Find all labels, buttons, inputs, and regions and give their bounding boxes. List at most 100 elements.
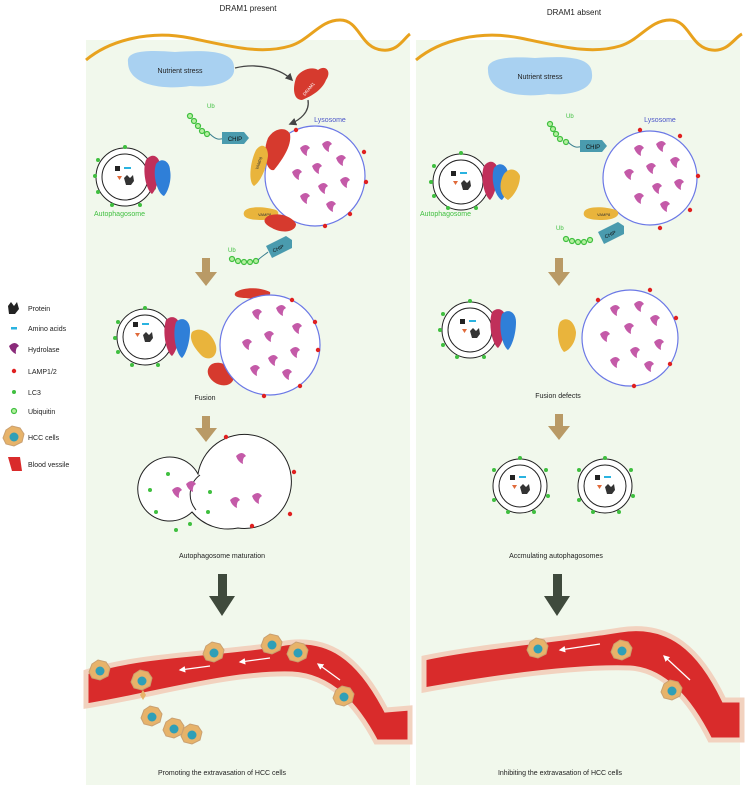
nutrient-stress-blob	[127, 51, 235, 88]
right-chip-label-top: CHIP	[586, 145, 600, 151]
legend-ubiquitin: Ubiquitin	[28, 409, 55, 416]
maturation-label: Autophagosome maturation	[179, 553, 265, 560]
right-nutrient-stress-label: Nutrient stress	[517, 74, 563, 81]
fusion-defects-label: Fusion defects	[535, 393, 581, 400]
ub-chain-bottom	[228, 255, 260, 266]
step-arrow-2	[195, 416, 217, 442]
autolysosome-inner-membrane	[189, 474, 201, 511]
right-defect-autophagosome	[438, 299, 499, 359]
right-vamp8-label: VAMP8	[597, 212, 611, 217]
maturation-lc3-dots	[148, 472, 212, 532]
stress-arrow	[234, 65, 294, 82]
right-step-arrow-1	[548, 258, 570, 286]
right-lamp-dots	[637, 127, 701, 231]
step-arrow-1	[195, 258, 217, 286]
fusion-label: Fusion	[194, 395, 215, 402]
autophagosome-label: Autophagosome	[94, 211, 145, 218]
fusion-autophagosome	[113, 306, 174, 367]
vamp8-label-2: VAMP8	[258, 212, 272, 217]
dram1-on-lysosome	[265, 129, 291, 171]
right-chip-top	[580, 140, 607, 152]
chip-label-top: CHIP	[228, 137, 242, 143]
fusion-lc3-receptor	[174, 319, 190, 358]
legend-amino-acids: Amino acids	[28, 326, 67, 333]
dram1-bottom	[264, 214, 296, 232]
lysosome	[264, 125, 366, 227]
lc3-icon	[12, 390, 16, 394]
amino-acid-icon	[11, 327, 17, 330]
right-ub-chain-bottom	[562, 235, 594, 246]
flow-arrows-left	[178, 657, 341, 681]
legend-lamp: LAMP1/2	[28, 369, 57, 376]
ubiquitin-icon	[10, 407, 18, 415]
legend: Protein Amino acids Hydrolase LAMP1/2 LC…	[2, 302, 69, 471]
dram1-protein: DRAM1	[294, 67, 329, 100]
flow-arrows-right	[558, 643, 691, 681]
left-cell-membrane	[85, 18, 411, 62]
right-vamp8-bottom	[583, 207, 619, 220]
fusion-lysosome	[219, 294, 321, 396]
legend-hydrolase: Hydrolase	[28, 347, 60, 354]
accumulating-label: Accmulating autophagosomes	[509, 553, 603, 560]
right-chip-bottom	[598, 222, 624, 244]
right-hydrolases	[624, 141, 684, 212]
right-defect-lc3-receptor	[500, 311, 516, 350]
right-ub-label-bottom: Ub	[556, 226, 564, 232]
chip-top	[222, 132, 249, 144]
right-ub-label-top: Ub	[566, 114, 574, 120]
right-chip-label-bottom: CHIP	[604, 230, 618, 241]
right-step-arrow-2	[548, 414, 570, 440]
lamp-dots	[293, 127, 369, 229]
right-lysosome	[602, 130, 698, 226]
left-panel-title: DRAM1 present	[220, 4, 278, 13]
fusion-vamp8	[190, 329, 217, 359]
vamp8-on-lysosome	[250, 145, 268, 186]
right-vamp8-top	[500, 169, 520, 200]
right-defect-vamp8	[557, 319, 576, 352]
maturation-hydrolases	[172, 453, 262, 508]
ub-chain-top	[186, 112, 211, 138]
lamp-icon	[11, 368, 17, 374]
right-panel-title: DRAM1 absent	[547, 8, 602, 17]
legend-lc3: LC3	[28, 390, 41, 397]
legend-hcc-cells: HCC cells	[28, 435, 60, 442]
hydrolase-icon	[9, 343, 19, 354]
vamp8-label-1: VAMP8	[254, 155, 264, 170]
outcome-arrow-left	[209, 574, 235, 616]
lc3-receptor-on-autophagosome	[154, 160, 171, 196]
chip-bottom	[266, 236, 292, 258]
right-defect-lysosome	[581, 289, 679, 387]
hcc-cell-icon	[2, 425, 25, 447]
legend-protein: Protein	[28, 306, 50, 313]
dram1-to-lysosome-arrow	[288, 99, 309, 126]
right-defect-hydrolases	[600, 301, 664, 372]
right-autophagosome-label: Autophagosome	[420, 211, 471, 218]
ub-linker-bottom	[257, 251, 269, 261]
lysosome-label: Lysosome	[314, 117, 346, 124]
hcc-cells-right	[526, 637, 683, 701]
accumulated-autophagosome-1	[492, 456, 550, 514]
right-cell-membrane	[415, 18, 743, 62]
left-outcome-label: Promoting the extravasation of HCC cells	[158, 770, 286, 777]
blood-vessel-right	[421, 626, 745, 743]
right-lysosome-label: Lysosome	[644, 117, 676, 124]
ub-label-bottom: Ub	[228, 248, 236, 254]
blood-vessel-icon	[8, 457, 22, 471]
right-ub-chain-top	[546, 120, 570, 146]
right-nutrient-stress-blob	[487, 57, 593, 96]
autolysosome	[137, 433, 292, 530]
right-outcome-label: Inhibiting the extravasation of HCC cell…	[498, 770, 623, 777]
fusion-hydrolases	[242, 305, 302, 380]
protein-icon	[8, 302, 19, 314]
fusion-lamp-dots	[261, 297, 321, 399]
nutrient-stress-label: Nutrient stress	[157, 68, 203, 75]
hydrolase-group	[292, 141, 350, 212]
outcome-arrow-right	[544, 574, 570, 616]
chip-label-bottom: CHIP	[272, 244, 286, 255]
autophagosome	[93, 145, 156, 207]
right-autophagosome	[429, 151, 490, 211]
maturation-lamp-dots	[223, 434, 297, 529]
legend-blood-vessel: Blood vessile	[28, 462, 69, 469]
ub-label-top: Ub	[207, 104, 215, 110]
